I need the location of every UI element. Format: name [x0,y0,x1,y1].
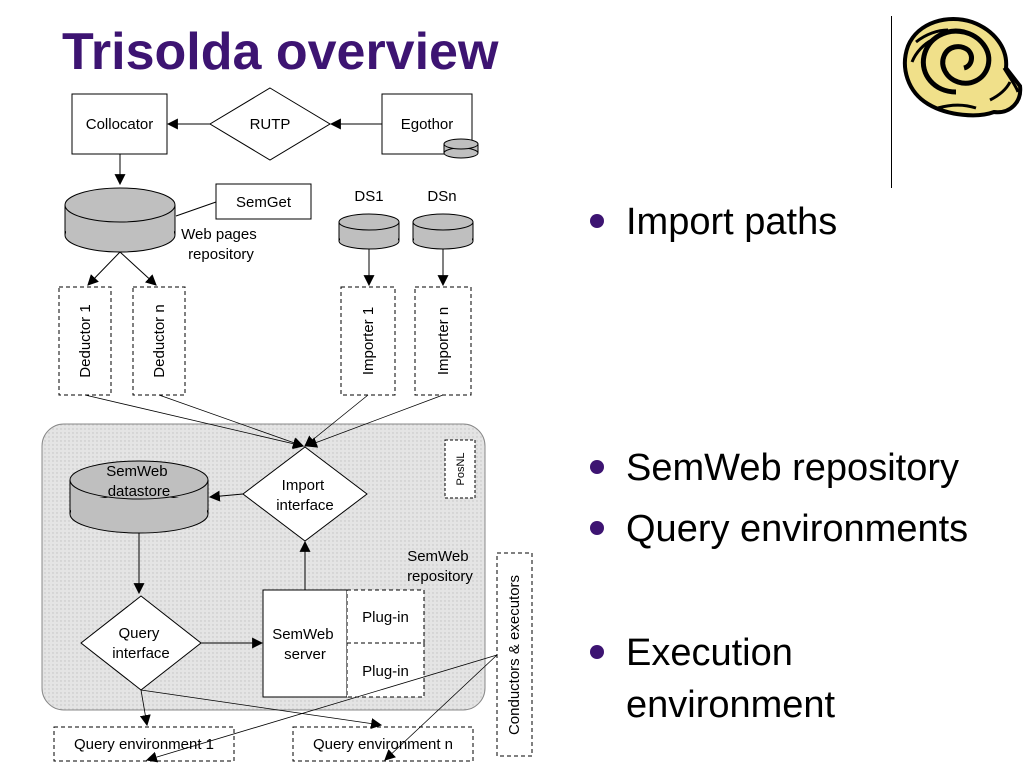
conductors-executors-box [496,552,533,757]
egothor-db-icon [443,138,479,159]
dsn-cylinder [412,213,474,250]
edge-deductor1-import [84,394,305,450]
bullet-text: SemWeb repository [626,447,959,489]
plugin-box-1 [346,589,425,644]
query-environment-n-label: Query environment n [313,736,453,753]
semweb-server-label: SemWeb server [272,626,338,663]
plugin-box-2 [346,642,425,698]
edge-import-datastore [208,490,244,502]
query-environment-n-box [292,726,474,762]
semget-box [215,183,312,220]
bullet-dot [590,460,604,474]
dsn-label: DSn [427,188,456,205]
bullet-text: Execution environment [626,627,1016,731]
importer-1-box [340,286,396,396]
conductors-executors-label: Conductors & executors [506,575,523,735]
rutp-label: RUTP [250,116,291,133]
web-pages-repository-cylinder [64,187,176,253]
query-environment-1-box [53,726,235,762]
edge-importern-import [305,394,444,448]
bullet-text-line: Execution [626,632,793,674]
deductor-1-box [58,286,112,396]
query-environment-1-label: Query environment 1 [74,736,214,753]
semweb-repository-label: SemWeb repository [407,548,473,585]
semweb-datastore-label: SemWeb datastore [106,463,172,500]
collocator-label: Collocator [86,116,154,133]
edge-deductorn-import [158,394,305,448]
ds1-cylinder [338,213,400,250]
edge-webpages-deductorn [119,251,157,286]
query-interface-label: Query interface [112,625,170,662]
semweb-datastore-cylinder [69,460,209,534]
bullet-dot [590,214,604,228]
bullet-dot [590,521,604,535]
deductor-n-box [132,286,186,396]
edge-conductors-envn [384,654,498,761]
edge-query-env1 [139,689,151,727]
semget-label: SemGet [236,194,292,211]
bullet-text: Import paths [626,201,838,243]
ds1-label: DS1 [354,188,383,205]
bullet-text: Query environments [626,508,969,550]
web-pages-repository-label: Web pages repository [181,226,261,263]
import-interface-label: Import interface [276,477,334,514]
scroll-icon [902,17,1023,118]
edge-conductors-env1 [145,654,498,763]
importer-1-label: Importer 1 [360,307,377,375]
deductor-1-label: Deductor 1 [77,304,94,377]
plugin-label-2: Plug-in [362,663,409,680]
edge-semget-webpages [175,201,217,217]
egothor-label: Egothor [401,116,454,133]
slide-title: Trisolda overview [62,23,499,81]
title-divider [891,16,892,188]
plugin-label-1: Plug-in [362,609,409,626]
architecture-diagram: Collocator RUTP Egothor Web pages reposi… [41,87,533,763]
importer-n-label: Importer n [435,307,452,375]
edge-query-envn [140,689,383,730]
bullet-dot [590,645,604,659]
edge-webpages-deductor1 [87,251,121,286]
semweb-server-box [262,589,348,698]
posnl-label: PosNL [455,452,467,485]
importer-n-box [414,286,472,396]
rutp-diamond [209,87,331,161]
bullet-text-line: environment [626,684,836,726]
deductor-n-label: Deductor n [151,304,168,377]
posnl-box [444,439,476,499]
